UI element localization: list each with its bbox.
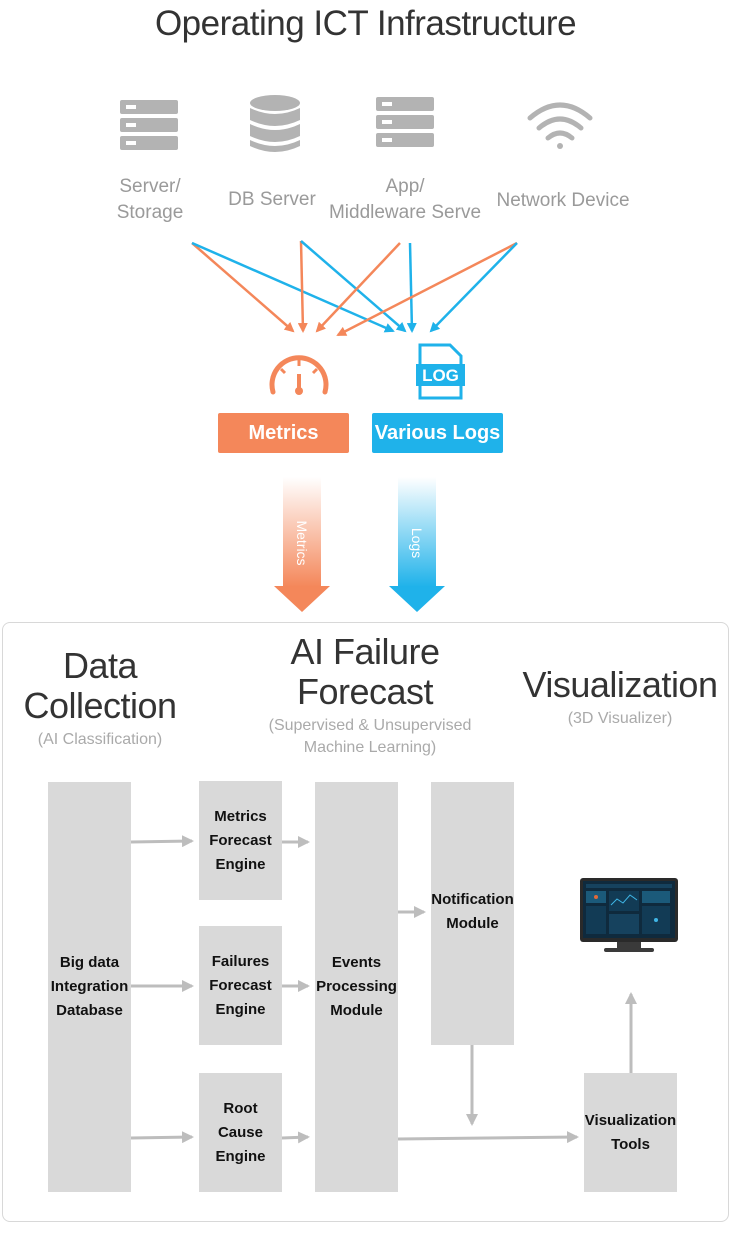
log-icon-text: LOG [422,366,459,385]
server-icon [120,100,178,150]
notification-module-box: Notification Module [431,782,514,1045]
device-label-db-server: DB Server [228,189,316,210]
gauge-icon [269,355,329,395]
metrics-flow-arrow [274,477,330,612]
server-icon [376,97,434,147]
device-label-app-server: App/ Middleware Serve [328,176,482,223]
device-label-network-device: Network Device [496,190,630,211]
visualization-tools-box: Visualization Tools [584,1073,677,1192]
ai-forecast-subtitle: (Supervised & Unsupervised Machine Learn… [268,717,472,756]
events-processing-module-box: Events Processing Module [315,782,398,1192]
root-cause-engine-box: Root Cause Engine [199,1073,282,1192]
collection-arrows [191,240,518,337]
big-data-database-box: Big data Integration Database [48,782,131,1192]
logs-flow-arrow [389,477,445,612]
wifi-icon [527,102,593,149]
failures-forecast-engine-box: Failures Forecast Engine [199,926,282,1045]
metrics-pill: Metrics [218,413,349,453]
visualization-title: Visualization [522,664,718,705]
ai-forecast-title: AI Failure Forecast [290,631,440,712]
metrics-forecast-engine-box: Metrics Forecast Engine [199,781,282,900]
data-collection-subtitle: (AI Classification) [37,731,163,748]
log-file-icon: LOG [416,343,465,400]
page-title: Operating ICT Infrastructure [154,4,577,43]
device-label-server-storage: Server/ Storage [116,176,184,223]
dashboard-monitor-icon [580,878,678,952]
data-collection-title: Data Collection [23,645,177,726]
visualization-subtitle: (3D Visualizer) [567,710,673,727]
gray-arrows [130,835,637,1144]
database-icon [250,95,300,152]
various-logs-pill: Various Logs [372,413,503,453]
